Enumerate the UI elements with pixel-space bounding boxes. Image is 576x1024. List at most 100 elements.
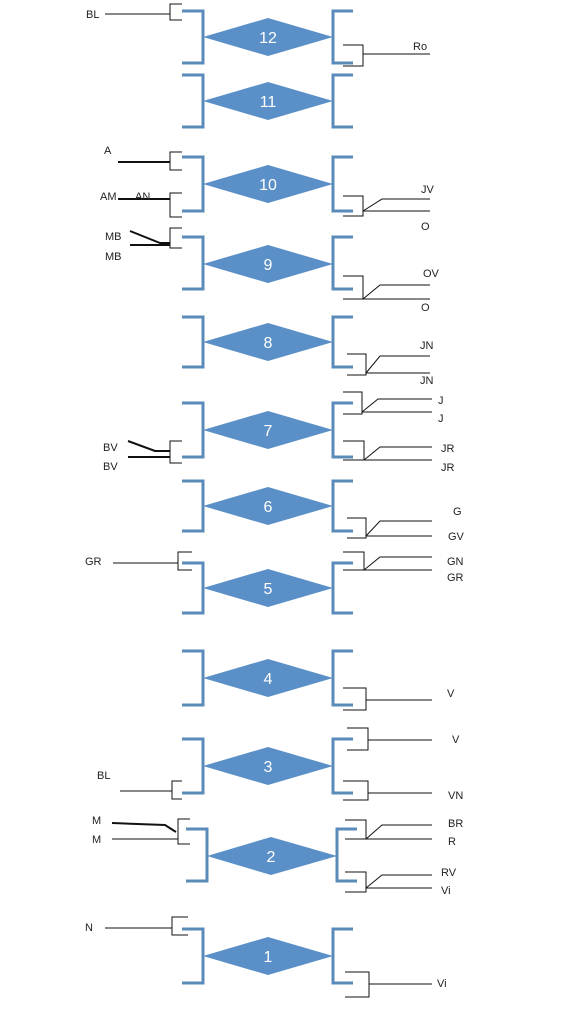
wire-label: Ro (413, 41, 427, 53)
pin-diamond (203, 323, 333, 361)
wire-label: AM (100, 191, 117, 203)
pin-number: 4 (264, 671, 273, 688)
wire (347, 517, 432, 539)
wire (343, 780, 432, 801)
left-bracket (182, 315, 205, 369)
wire-label: AN (135, 191, 150, 203)
wire-label: R (448, 836, 456, 848)
wire-label: BL (86, 9, 99, 21)
wire-label: M (92, 815, 101, 827)
right-bracket (331, 927, 353, 985)
right-bracket (331, 737, 353, 795)
right-bracket (331, 235, 353, 291)
wire-label: N (85, 922, 93, 934)
wire-label: RV (441, 867, 457, 879)
pin-number: 12 (259, 30, 277, 47)
pin-number: 10 (259, 177, 277, 194)
pin-number: 2 (267, 849, 276, 866)
wire-label: JR (441, 462, 455, 474)
pin-diamond (203, 569, 333, 607)
wire-label: J (438, 395, 444, 407)
wire-label: V (452, 734, 460, 746)
wire (105, 3, 182, 21)
right-bracket (335, 827, 357, 883)
connector-row-4: 4 V (182, 649, 455, 711)
connector-row-3: 3 BL V VN (97, 727, 463, 802)
wire (345, 871, 432, 893)
connector-row-10: 10 A AM AN JV O (100, 145, 435, 233)
wire-label: M (92, 834, 101, 846)
left-bracket (182, 155, 205, 213)
right-bracket (331, 9, 353, 65)
pin-number: 8 (264, 335, 273, 352)
left-bracket (182, 401, 205, 459)
right-bracket (331, 155, 353, 213)
left-bracket (186, 827, 209, 883)
wire-label: V (447, 688, 455, 700)
right-bracket (331, 73, 353, 129)
wire-label: GR (85, 556, 102, 568)
wire (345, 819, 432, 840)
wire-label: BL (97, 770, 110, 782)
connector-row-11: 11 (182, 73, 353, 129)
wire (169, 440, 182, 464)
wire (343, 551, 432, 571)
wire-label: MB (105, 231, 122, 243)
wire-label: BR (448, 818, 463, 830)
wire-label: G (453, 506, 462, 518)
wire-label: JR (441, 443, 455, 455)
pin-diamond (203, 937, 333, 975)
wire (129, 230, 170, 246)
wire-label: GR (447, 572, 464, 584)
wire (112, 818, 190, 845)
wire-label: BV (103, 461, 118, 473)
wire (347, 353, 430, 376)
wire (343, 687, 432, 711)
pin-diamond (203, 245, 333, 283)
wire (120, 780, 182, 800)
wire-label: Vi (437, 978, 447, 990)
connector-row-12: 12 BL Ro (86, 3, 430, 67)
pin-number: 6 (264, 499, 273, 516)
pin-number: 9 (264, 257, 273, 274)
pin-number: 11 (260, 94, 277, 111)
wire-label: JN (420, 340, 434, 352)
wire (347, 727, 432, 751)
wire (343, 275, 430, 300)
pin-diamond (203, 165, 333, 203)
wire-label: A (104, 145, 112, 157)
wire-label: O (421, 302, 430, 314)
left-bracket (182, 9, 205, 65)
left-bracket (182, 649, 205, 707)
wire-label: VN (448, 790, 463, 802)
wire-label: OV (423, 268, 440, 280)
connector-row-2: 2 M M BR R RV Vi (92, 815, 463, 897)
connector-row-1: 1 N Vi (85, 916, 447, 998)
wire (343, 195, 430, 217)
wire (169, 151, 182, 171)
left-bracket (182, 479, 205, 533)
connector-row-7: 7 BV BV J J JR JR (103, 391, 455, 474)
wire (127, 440, 170, 458)
wire-label: GN (447, 556, 464, 568)
pin-number: 3 (264, 759, 273, 776)
pin-number: 5 (264, 581, 273, 598)
wire (105, 916, 188, 936)
wire-label: O (421, 221, 430, 233)
pin-diamond (203, 487, 333, 525)
connector-row-8: 8 JN JN (182, 315, 434, 387)
pin-number: 7 (264, 423, 273, 440)
wire-label: MB (105, 251, 122, 263)
wire (345, 971, 432, 998)
left-bracket (182, 737, 205, 795)
wire-label: Vi (441, 885, 451, 897)
wire-label: J (438, 413, 444, 425)
connector-row-6: 6 G GV (182, 479, 465, 543)
connector-row-5: 5 GR GN GR (85, 551, 464, 615)
left-bracket (182, 73, 205, 129)
pin-number: 1 (264, 949, 273, 966)
pin-diamond (203, 411, 333, 449)
wire-label: BV (103, 442, 118, 454)
pin-diamond (207, 837, 337, 875)
